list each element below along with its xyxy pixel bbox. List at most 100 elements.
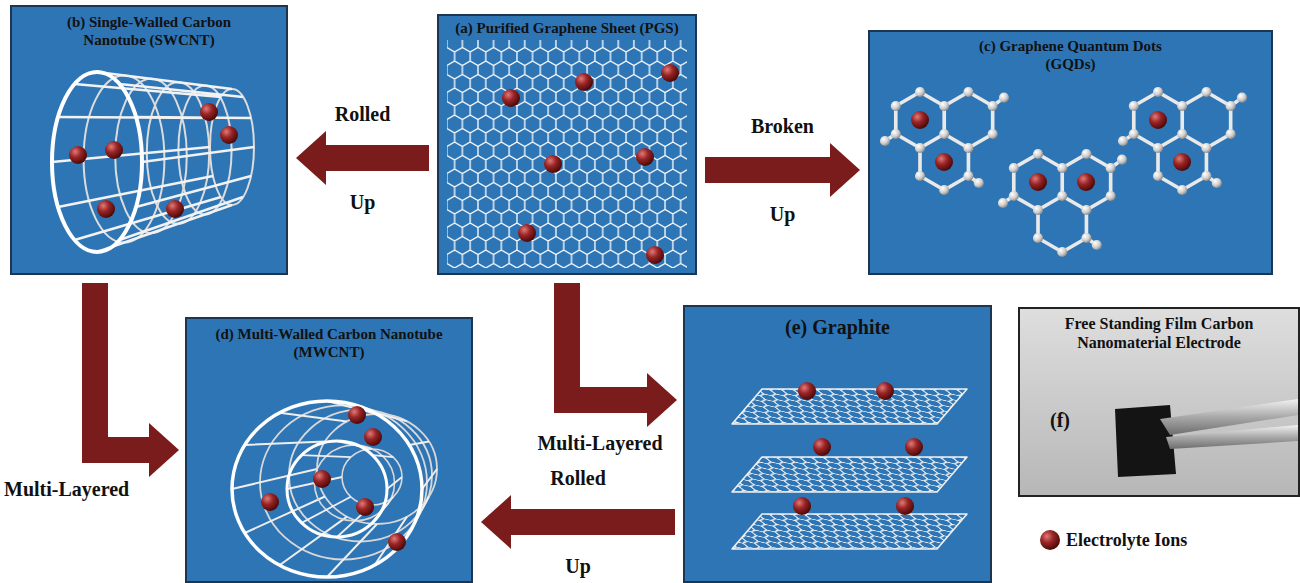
electrolyte-ion: [876, 382, 894, 400]
arrow-head: [296, 131, 326, 185]
arrow-label-holder: Multi-Layered: [4, 478, 129, 501]
panel-box: (d) Multi-Walled Carbon Nanotube (MWCNT): [185, 317, 473, 583]
legend-ion: [1040, 530, 1060, 550]
mwcnt-tube: [232, 401, 422, 577]
panel-box: (e) Graphite: [683, 305, 992, 583]
block-arrow: [481, 495, 675, 549]
arrow-label: Rolled Up: [335, 70, 391, 246]
arrow-label-holder: Rolled Up: [550, 434, 606, 583]
mwcnt-tube: [260, 405, 437, 559]
swcnt-tube: [52, 72, 254, 252]
electrolyte-ion: [261, 406, 406, 551]
carbon-film: [1115, 405, 1176, 477]
mwcnt-tube: [260, 405, 427, 559]
electrolyte-ion: [388, 533, 406, 551]
legend-text: Electrolyte Ions: [1066, 528, 1187, 552]
block-arrow: [705, 143, 860, 197]
electrolyte-ion: [356, 498, 374, 516]
electrolyte-ion: [105, 141, 123, 159]
arrow-head: [481, 495, 511, 549]
arrow-label-holder: Rolled Up: [335, 70, 391, 246]
electrolyte-ion: [798, 382, 816, 400]
legend-ion: [1040, 530, 1060, 550]
graphite-layers: [732, 389, 967, 424]
electrolyte-ion: [364, 428, 382, 446]
arrow-label: Multi-Layered: [4, 478, 129, 501]
arrow-label: Broken Up: [751, 82, 814, 258]
quantum-dots: [1118, 87, 1247, 195]
arrow-label-holder: Multi-Layered: [537, 432, 662, 455]
quantum-dots: [998, 149, 1127, 257]
electrolyte-ion: [905, 438, 923, 456]
panel-title: Free Standing Film Carbon Nanomaterial E…: [1028, 314, 1290, 352]
panel-title: (a) Purified Graphene Sheet (PGS): [441, 19, 693, 37]
arrow-shaft: [567, 283, 647, 400]
electrolyte-ion: [1077, 173, 1095, 191]
tweezers: [1166, 425, 1298, 449]
arrow-shaft: [326, 145, 429, 171]
block-arrow: [567, 283, 677, 427]
arrow-shaft: [95, 283, 149, 450]
block-arrow: [296, 131, 429, 185]
panel-title: (c) Graphene Quantum Dots (GQDs): [971, 37, 1171, 73]
panel-title: (b) Single-Walled Carbon Nanotube (SWCNT…: [49, 13, 249, 49]
electrolyte-ion: [313, 470, 331, 488]
panel-box: (b) Single-Walled Carbon Nanotube (SWCNT…: [10, 5, 288, 275]
electrolyte-ion: [1029, 173, 1047, 191]
mwcnt-tube: [232, 401, 437, 577]
mwcnt-tube: [287, 441, 387, 537]
panel-box: (c) Graphene Quantum Dots (GQDs): [868, 30, 1273, 275]
legend-holder: Electrolyte Ions: [1066, 528, 1187, 552]
electrolyte-ion: [935, 153, 953, 171]
graphite-layers: [685, 307, 990, 581]
panel-tag: (f): [1050, 408, 1070, 432]
electrolyte-ion: [348, 406, 366, 424]
panel-box: (a) Purified Graphene Sheet (PGS): [437, 14, 697, 275]
arrow-shaft: [511, 509, 675, 535]
electrolyte-ion: [1149, 111, 1167, 129]
block-arrow: [95, 283, 179, 477]
panel-title: (e) Graphite: [698, 315, 978, 339]
graphene-sheet: [447, 40, 687, 268]
electrolyte-ion: [97, 200, 115, 218]
electrolyte-ion: [502, 64, 679, 264]
electrolyte-ion: [896, 497, 914, 515]
arrow-head: [149, 423, 179, 477]
arrow-head: [647, 373, 677, 427]
graphene-sheet: [439, 16, 695, 273]
swcnt-tube: [52, 72, 142, 252]
panel-title: (d) Multi-Walled Carbon Nanotube (MWCNT): [209, 325, 449, 361]
electrolyte-ion: [646, 246, 664, 264]
electrolyte-ion: [793, 497, 811, 515]
electrolyte-ion: [575, 73, 593, 91]
electrolyte-ion: [261, 493, 279, 511]
graphite-layers: [732, 457, 967, 492]
electrolyte-ion: [69, 146, 87, 164]
arrow-head: [830, 143, 860, 197]
photo-panel: Free Standing Film Carbon Nanomaterial E…: [1018, 307, 1300, 497]
electrolyte-ion: [813, 438, 831, 456]
mwcnt-tube: [287, 441, 402, 537]
arrow-label-holder: Broken Up: [751, 82, 814, 258]
electrolyte-ion: [911, 111, 929, 129]
mwcnt-tube: [289, 410, 432, 542]
arrow-shaft: [705, 157, 830, 183]
electrolyte-ion: [793, 382, 923, 515]
electrolyte-ion: [69, 103, 238, 218]
graphite-layers: [732, 389, 967, 549]
arrow-label: Multi-Layered: [537, 432, 662, 455]
electrolyte-ion: [200, 103, 218, 121]
electrolyte-ion: [502, 89, 520, 107]
electrolyte-ion: [166, 200, 184, 218]
electrolyte-ion: [661, 64, 679, 82]
electrolyte-ion: [1173, 153, 1191, 171]
electrolyte-ion: [911, 111, 1191, 191]
electrolyte-ion: [544, 155, 562, 173]
graphite-layers: [732, 514, 967, 549]
electrolyte-ion: [518, 224, 536, 242]
electrolyte-ion: [636, 148, 654, 166]
electrolyte-ion: [220, 126, 238, 144]
